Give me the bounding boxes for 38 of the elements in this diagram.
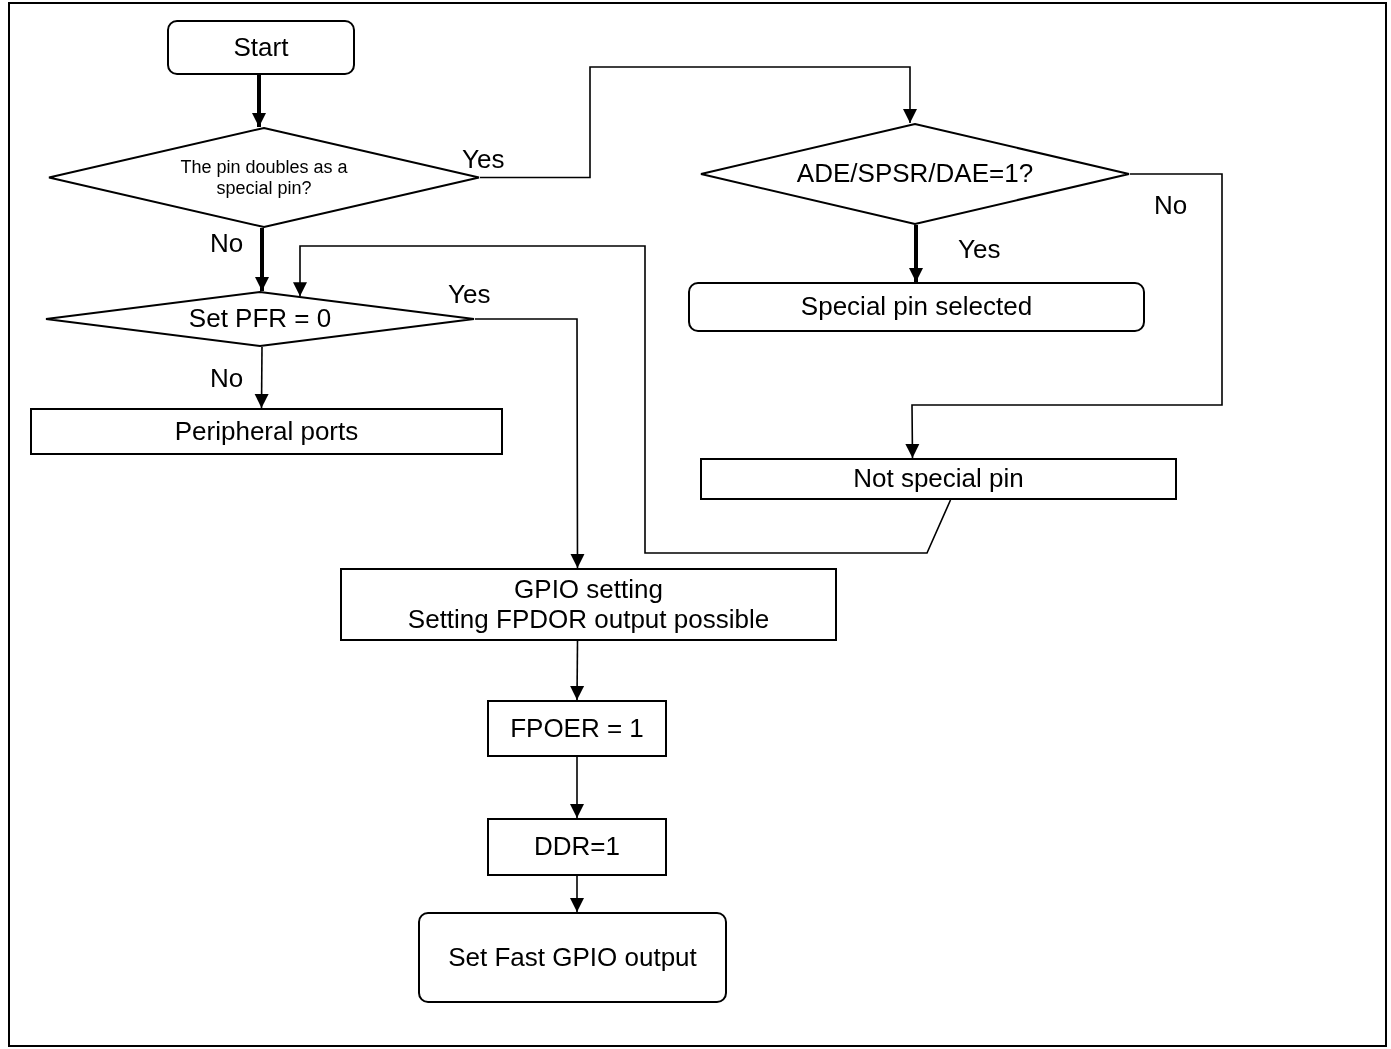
terminal-box [167,20,355,75]
terminal-box [688,282,1145,332]
node-text: ADE/SPSR/DAE=1? [796,159,1034,189]
edge-label: No [1154,190,1188,221]
arrow [474,318,585,569]
edge-label: No [210,363,244,394]
process-box [30,408,503,455]
edge-label: Yes [448,279,491,310]
arrow [254,346,269,409]
arrow [479,66,917,179]
edge-label: Yes [958,234,1001,265]
process-box [487,700,667,757]
node-text: Set Fast GPIO output [448,942,697,973]
decision-diamond [700,123,1130,225]
node-text: Start [233,32,289,63]
edge-label: No [210,228,244,259]
arrow [905,173,1223,459]
terminal-box [418,912,727,1003]
arrow [255,228,269,291]
node-text: Not special pin [853,464,1024,494]
node-text: FPOER = 1 [510,713,644,744]
arrow [909,225,923,282]
arrow [570,875,584,913]
edge-label: Yes [462,144,505,175]
node-text: The pin doubles as a special pin? [179,156,349,199]
process-box [340,568,837,641]
arrow [570,640,585,701]
node-text: DDR=1 [534,832,620,862]
arrow [570,756,584,819]
arrow [293,245,952,554]
node-text: GPIO setting [514,574,663,605]
process-box [700,458,1177,500]
node-text: Peripheral ports [174,416,359,447]
node-text: Set PFR = 0 [188,304,332,334]
arrow [252,75,266,127]
process-box [487,818,667,876]
node-text: Setting FPDOR output possible [407,604,770,635]
node-text: Special pin selected [800,292,1033,322]
